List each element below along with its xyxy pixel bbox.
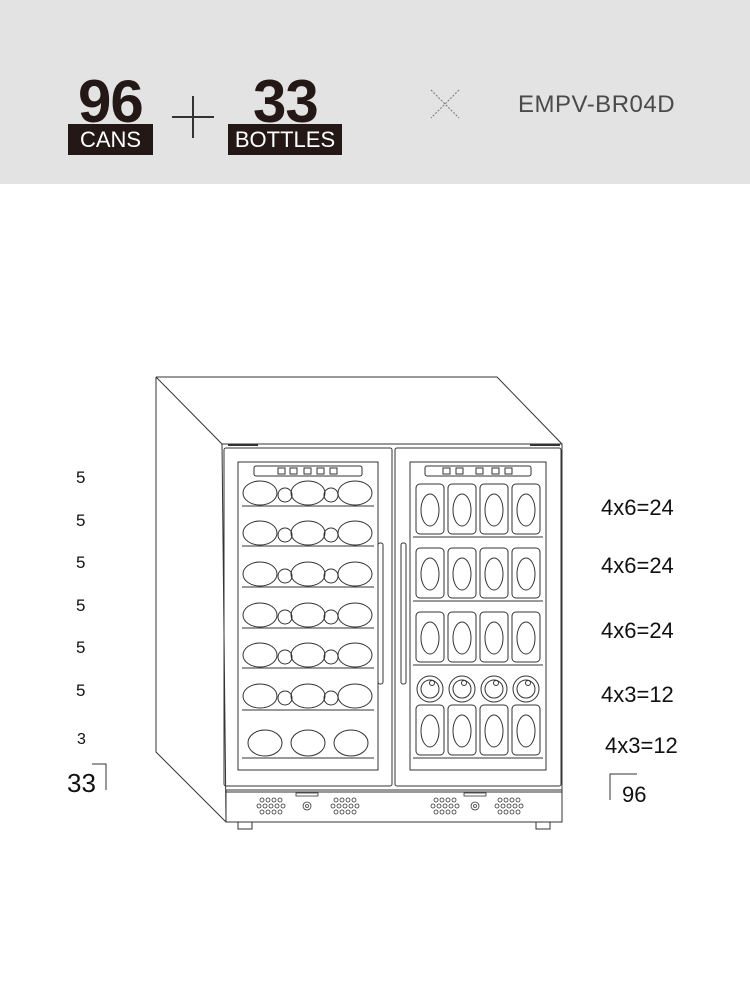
cans-count: 96	[78, 68, 144, 135]
left-shelf-2-count: 5	[76, 511, 86, 530]
left-shelf-7-count: 3	[77, 731, 86, 748]
left-shelf-4-count: 5	[76, 596, 86, 615]
right-shelf-5-count: 4x3=12	[605, 733, 678, 758]
right-shelf-2-count: 4x6=24	[601, 553, 674, 578]
model-number: EMPV-BR04D	[518, 91, 676, 118]
bottles-count: 33	[253, 68, 319, 135]
right-shelf-1-count: 4x6=24	[601, 495, 674, 520]
plus-icon	[172, 96, 214, 138]
bottles-label: BOTTLES	[228, 124, 342, 155]
left-shelf-1-count: 5	[76, 468, 86, 487]
left-shelf-5-count: 5	[76, 638, 86, 657]
right-zone-total: 96	[622, 782, 647, 807]
cross-icon	[430, 89, 460, 119]
left-shelf-6-count: 5	[76, 681, 86, 700]
cans-label: CANS	[68, 124, 153, 155]
right-shelf-4-count: 4x3=12	[601, 682, 674, 707]
left-zone-total: 33	[67, 768, 96, 798]
right-shelf-3-count: 4x6=24	[601, 618, 674, 643]
left-shelf-3-count: 5	[76, 553, 86, 572]
